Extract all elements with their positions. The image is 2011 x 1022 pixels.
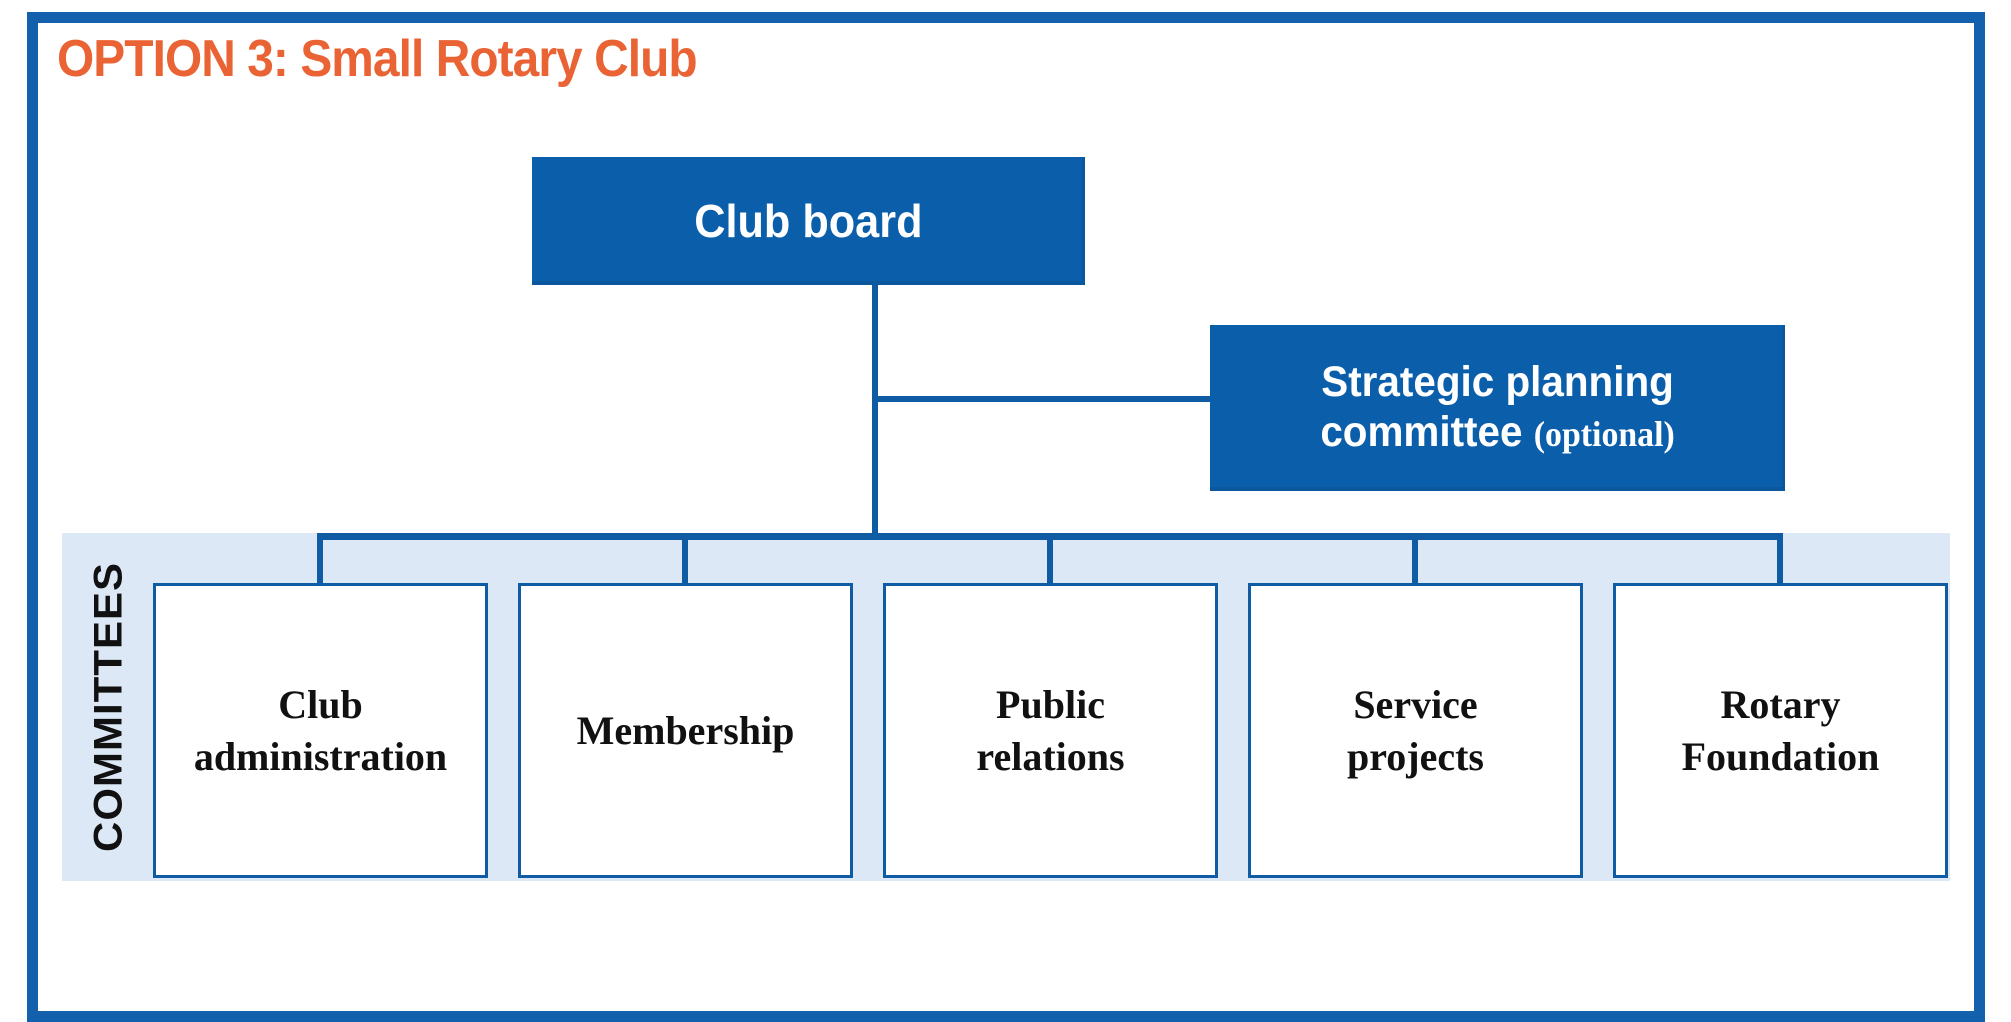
strategic-label-line1: Strategic planning	[1321, 358, 1674, 407]
committee-box-club-administration: Club administration	[153, 583, 488, 878]
committee-label: Club administration	[193, 681, 448, 779]
committees-band-label: COMMITTEES	[84, 562, 130, 852]
connector-stub-rotary-foundation	[1777, 533, 1783, 586]
strategic-label-line2: committee(optional)	[1320, 408, 1675, 456]
committee-label: Service projects	[1347, 681, 1484, 779]
connector-stub-service-projects	[1412, 533, 1418, 586]
committee-box-membership: Membership	[518, 583, 853, 878]
committee-label: Membership	[576, 707, 795, 753]
connector-strategic-horizontal	[872, 396, 1210, 402]
connector-stub-public-relations	[1047, 533, 1053, 586]
strategic-optional-note: (optional)	[1533, 414, 1675, 454]
club-board-label: Club board	[694, 195, 923, 247]
strategic-planning-committee-box: Strategic planning committee(optional)	[1210, 325, 1785, 491]
committee-box-rotary-foundation: Rotary Foundation	[1613, 583, 1948, 878]
committee-box-service-projects: Service projects	[1248, 583, 1583, 878]
committee-box-public-relations: Public relations	[883, 583, 1218, 878]
connector-stub-membership	[682, 533, 688, 586]
connector-board-vertical	[872, 283, 878, 533]
committee-label: Public relations	[976, 681, 1125, 779]
diagram-title: OPTION 3: Small Rotary Club	[57, 30, 698, 88]
committee-label: Rotary Foundation	[1681, 681, 1880, 779]
club-board-box: Club board	[532, 157, 1085, 285]
connector-stub-club-administration	[317, 533, 323, 586]
